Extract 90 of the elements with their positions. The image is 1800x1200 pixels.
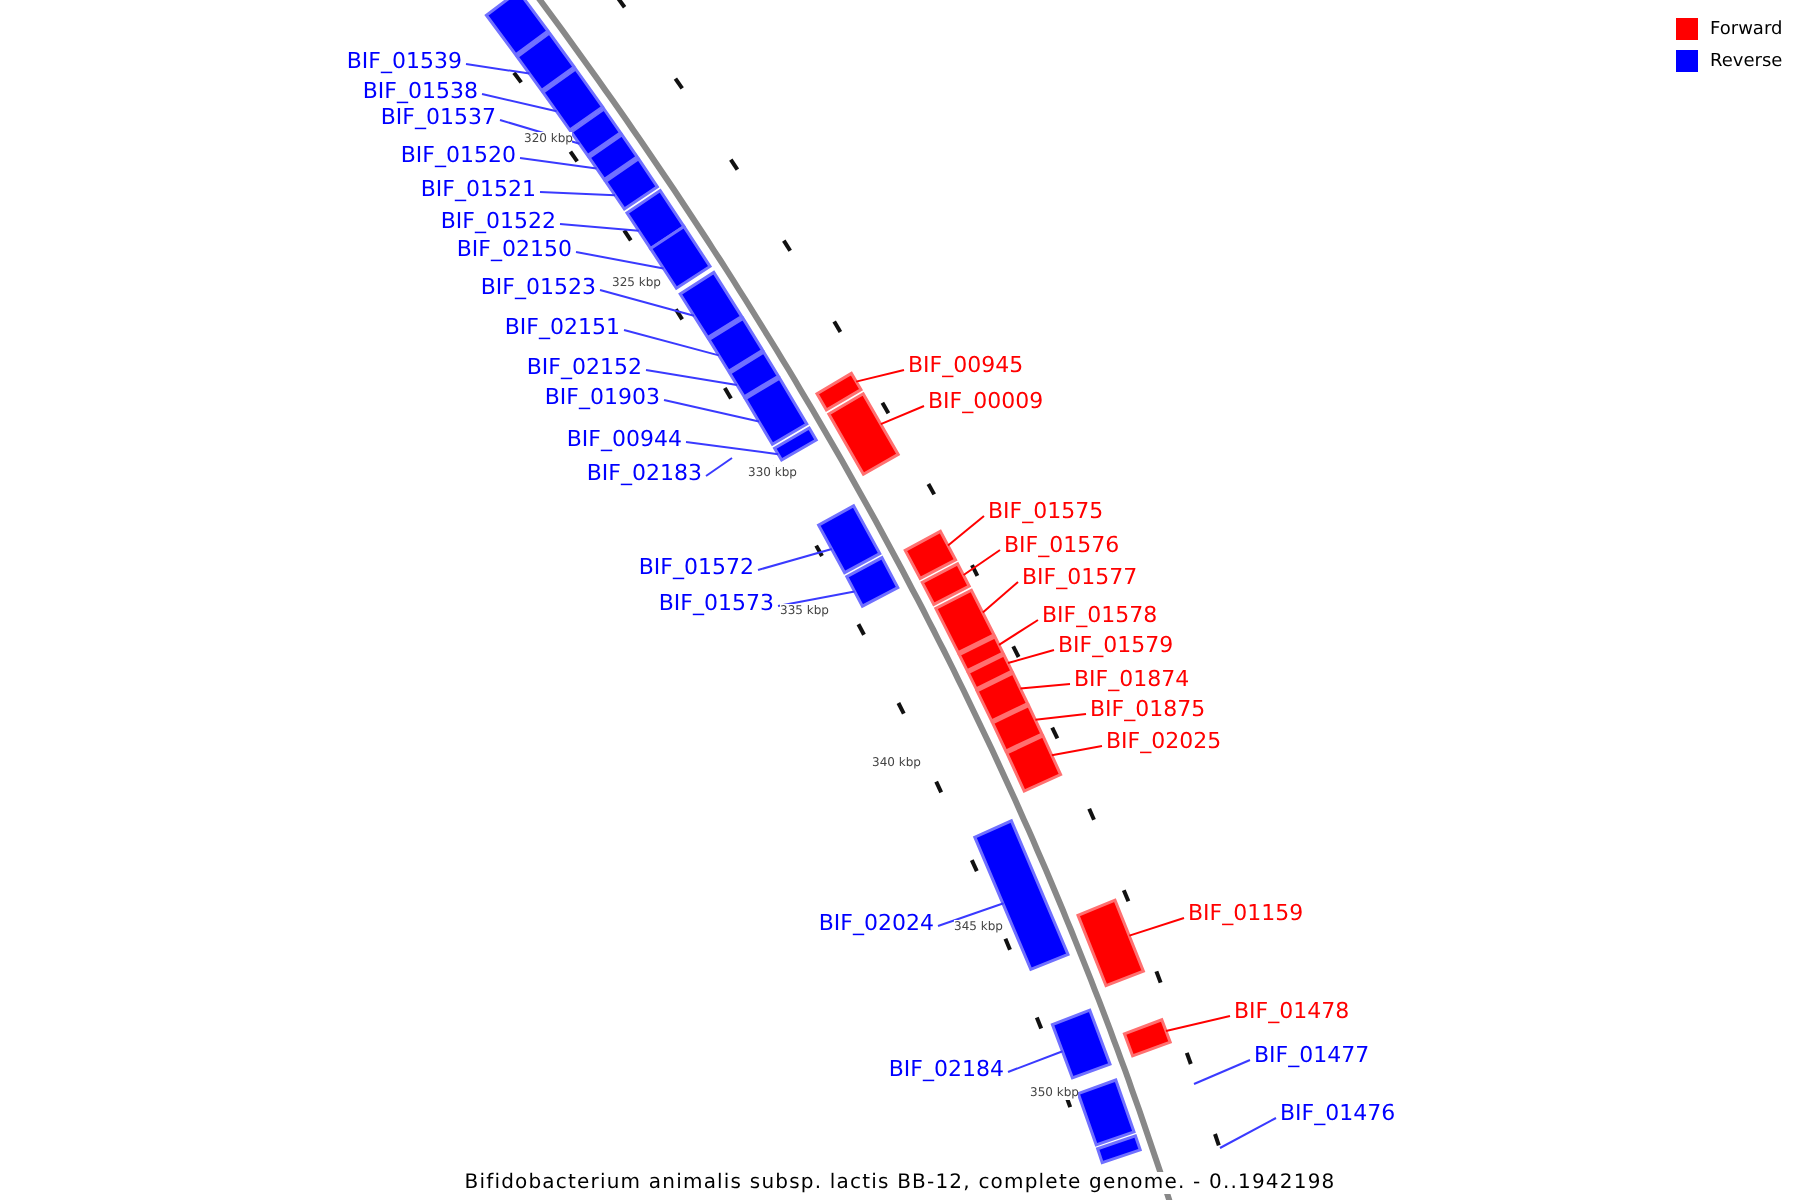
gene-label: BIF_02184 [888, 1056, 1004, 1082]
leader-line [623, 329, 720, 357]
gene-label: BIF_01523 [480, 274, 596, 300]
gene-block [1122, 1017, 1173, 1058]
gene-block [1050, 1008, 1112, 1080]
gene-label: BIF_02151 [504, 314, 620, 340]
leader-line [879, 405, 925, 426]
leader-line [1165, 1015, 1231, 1032]
gene-label: BIF_01579 [1058, 632, 1174, 658]
gene-block [920, 561, 972, 607]
gene-block [515, 30, 577, 93]
gene-label: BIF_01537 [380, 104, 496, 130]
leader-line [855, 369, 905, 383]
gene-label: BIF_01520 [400, 142, 516, 168]
gene-label: BIF_01578 [1042, 602, 1158, 628]
gene-label: BIF_01572 [638, 554, 754, 580]
leader-line [539, 191, 616, 197]
leader-line [981, 581, 1019, 614]
leader-line [1193, 1059, 1251, 1085]
gene-block [972, 818, 1070, 972]
gene-label: BIF_01477 [1254, 1042, 1370, 1068]
leader-line [757, 548, 833, 571]
gene-label: BIF_01539 [346, 48, 462, 74]
leader-line [998, 619, 1039, 646]
leader-line [1034, 713, 1087, 721]
gene-block [1004, 734, 1063, 793]
gene-label: BIF_01159 [1188, 900, 1304, 926]
leader-line [705, 457, 733, 477]
gene-label: BIF_01575 [988, 498, 1104, 524]
gene-label: BIF_01522 [440, 208, 556, 234]
gene-label: BIF_01538 [362, 78, 478, 104]
gene-label: BIF_02183 [586, 460, 702, 486]
gene-block [624, 188, 687, 251]
gene-block [772, 425, 819, 463]
gene-label: BIF_01573 [658, 590, 774, 616]
leader-line [645, 369, 738, 386]
gene-label: BIF_00945 [908, 352, 1024, 378]
legend-label: Reverse [1710, 51, 1783, 71]
leader-line [1007, 1050, 1064, 1073]
gene-label: BIF_01903 [544, 384, 660, 410]
leader-line [1019, 683, 1071, 690]
leader-line [663, 399, 760, 423]
gene-label: BIF_01875 [1090, 696, 1206, 722]
leader-line [1007, 649, 1055, 664]
leader-line [937, 902, 1005, 927]
gene-block [1076, 898, 1146, 988]
gene-block [587, 132, 640, 182]
gene-label: BIF_02152 [526, 354, 642, 380]
leader-line [962, 549, 1001, 576]
gene-block [1095, 1133, 1143, 1165]
leader-line [481, 93, 558, 113]
leader-line [465, 63, 531, 75]
gene-label: BIF_00009 [928, 388, 1044, 414]
legend-label: Forward [1710, 19, 1783, 39]
gene-label: BIF_02150 [456, 236, 572, 262]
leader-line [599, 289, 695, 317]
leader-line [519, 157, 598, 170]
gene-block [966, 653, 1014, 691]
gene-block [957, 634, 1005, 673]
gene-label: BIF_02025 [1106, 728, 1222, 754]
leader-line [559, 223, 640, 232]
gene-block [484, 0, 551, 57]
gene-block [903, 529, 958, 581]
leader-line [777, 590, 856, 607]
gene-block [844, 555, 900, 609]
gene-label: BIF_01576 [1004, 532, 1120, 558]
gene-label: BIF_01577 [1022, 564, 1138, 590]
gene-label: BIF_02024 [818, 910, 934, 936]
gene-block [814, 371, 864, 413]
gene-block [816, 503, 882, 575]
caption: Bifidobacterium animalis subsp. lactis BB-12, complete genome. - 0..1942198 [464, 1172, 1336, 1194]
leader-line [575, 251, 665, 270]
gene-block [990, 703, 1044, 753]
gene-block [678, 270, 744, 340]
leader-line [1128, 917, 1185, 937]
gene-label: BIF_01874 [1074, 666, 1190, 692]
gene-label: BIF_00944 [566, 426, 682, 452]
gene-block [975, 671, 1030, 723]
gene-label: BIF_01478 [1234, 998, 1350, 1024]
gene-block [727, 350, 781, 399]
gene-label: BIF_01476 [1280, 1100, 1396, 1126]
gene-label: BIF_01521 [420, 176, 536, 202]
gene-block [706, 316, 765, 374]
leader-line [1219, 1117, 1277, 1149]
leader-line [1050, 745, 1103, 757]
gene-block [603, 156, 660, 212]
leader-line [685, 441, 780, 456]
leader-line [947, 515, 985, 547]
gene-block [540, 66, 605, 133]
gene-block [569, 106, 623, 158]
